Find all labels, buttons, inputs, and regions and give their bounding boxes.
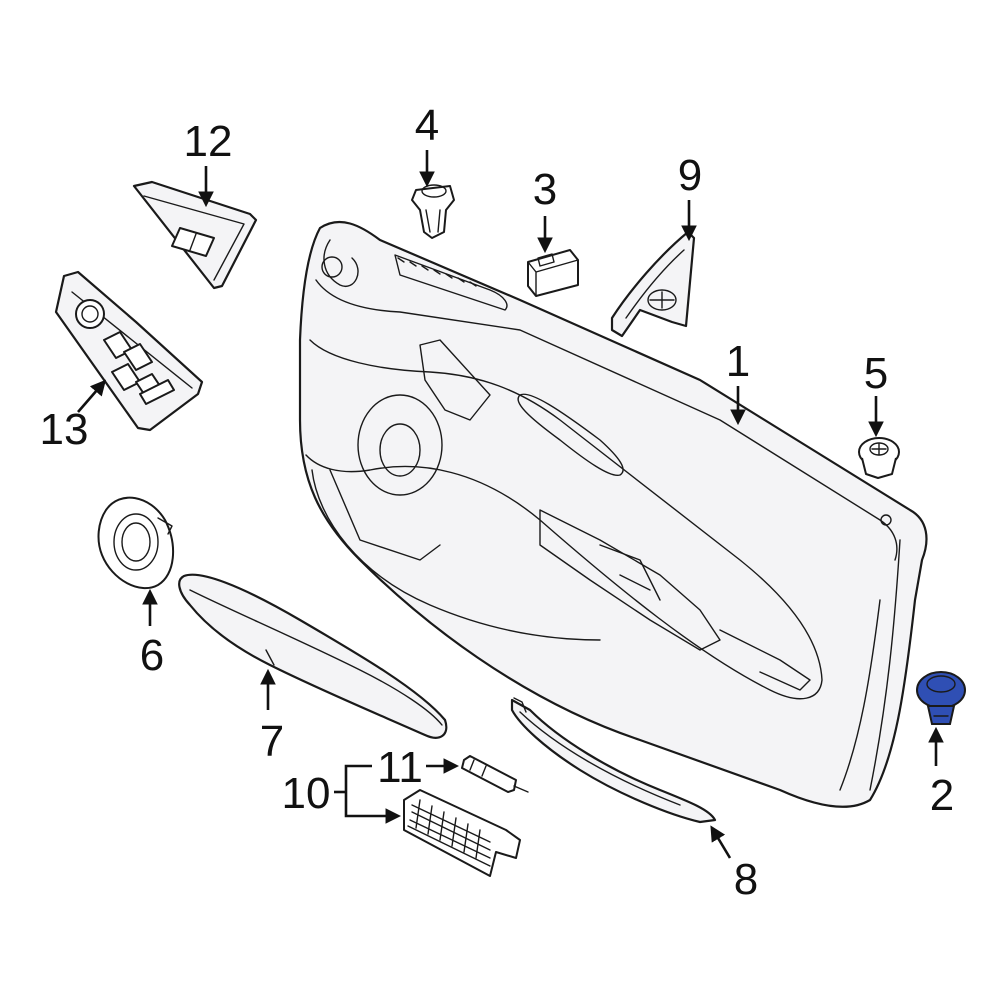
leader-13 [77, 379, 107, 413]
mirror-trim-part[interactable] [610, 230, 696, 338]
callout-4: 4 [415, 101, 439, 150]
callout-11: 11 [377, 743, 423, 792]
callout-5: 5 [864, 349, 888, 398]
callout-8: 8 [734, 855, 758, 904]
push-clip-part[interactable] [411, 184, 455, 239]
clip-part-highlighted[interactable] [916, 671, 966, 725]
door-trim-panel-part[interactable] [298, 220, 928, 808]
callout-6: 6 [140, 631, 164, 680]
grommet-part[interactable] [858, 437, 900, 479]
clip-cap [916, 671, 966, 709]
trim-strip-part[interactable] [178, 573, 448, 739]
leader-lines [77, 150, 944, 859]
multi-switch-panel-part[interactable] [54, 270, 204, 432]
single-switch-panel-part[interactable] [132, 180, 258, 290]
callout-7: 7 [260, 717, 284, 766]
callout-12: 12 [184, 117, 233, 166]
bulb-pin-part[interactable] [461, 755, 529, 793]
lower-trim-strip-part[interactable] [510, 697, 717, 824]
callout-9: 9 [678, 151, 702, 200]
callout-1: 1 [726, 337, 750, 386]
callout-labels: 1 2 3 4 5 6 7 8 9 10 11 12 13 [40, 101, 955, 904]
callout-13: 13 [40, 405, 89, 454]
callout-10: 10 [282, 769, 331, 818]
callout-3: 3 [533, 165, 557, 214]
grid-housing-part[interactable] [403, 789, 521, 877]
switch-cover-part[interactable] [527, 249, 579, 297]
leader-8 [710, 825, 732, 859]
speaker-grille-part[interactable] [97, 496, 175, 590]
callout-2: 2 [930, 771, 954, 820]
